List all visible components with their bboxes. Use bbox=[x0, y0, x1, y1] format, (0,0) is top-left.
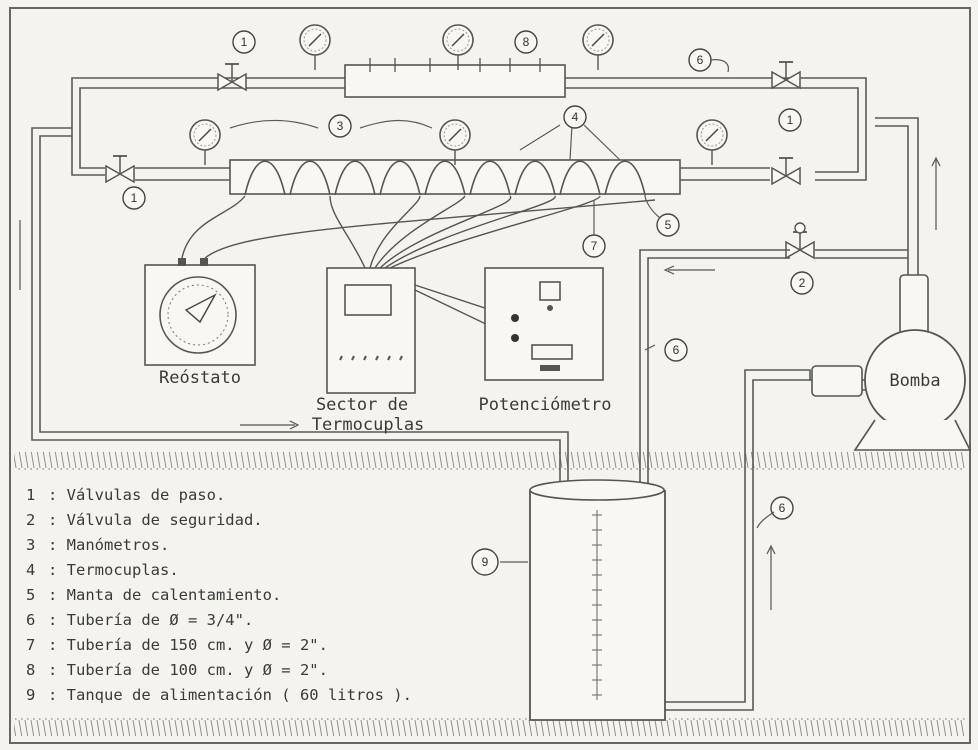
callout-6-mid: 6 bbox=[673, 343, 680, 357]
valve-top bbox=[217, 63, 247, 91]
callout-2: 2 bbox=[799, 276, 806, 290]
potentiometer bbox=[484, 267, 604, 381]
bottom-hatch bbox=[14, 718, 966, 736]
legend-text-2: : Válvula de seguridad. bbox=[48, 511, 263, 529]
legend-num-3: 3 bbox=[26, 536, 35, 554]
arrow-3-right bbox=[359, 119, 433, 129]
legend-text-7: : Tubería de 150 cm. y Ø = 2". bbox=[48, 636, 328, 654]
callout-1-left: 1 bbox=[131, 191, 138, 205]
legend-text-1: : Válvulas de paso. bbox=[48, 486, 225, 504]
gauge-mid-1 bbox=[189, 119, 221, 166]
side-return-pipes bbox=[31, 86, 919, 522]
legend-num-7: 7 bbox=[26, 636, 35, 654]
outer-frame bbox=[9, 7, 971, 744]
legend-num-4: 4 bbox=[26, 561, 35, 579]
legend-text-9: : Tanque de alimentación ( 60 litros ). bbox=[48, 686, 412, 704]
label-rheostat: Reóstato bbox=[159, 368, 241, 388]
arrow-3-left bbox=[229, 119, 319, 129]
legend-num-6: 6 bbox=[26, 611, 35, 629]
legend: 1 : Válvulas de paso. 2 : Válvula de seg… bbox=[26, 486, 412, 704]
arrows-4 bbox=[519, 124, 621, 161]
callout-8: 8 bbox=[523, 35, 530, 49]
gauge-top-1 bbox=[299, 24, 331, 71]
callout-6-top: 6 bbox=[697, 53, 704, 67]
callout-1-top: 1 bbox=[241, 35, 248, 49]
label-thermocouple-sector-1: Sector de bbox=[316, 395, 408, 415]
callout-6-bottom: 6 bbox=[779, 501, 786, 515]
pipe-150cm bbox=[229, 159, 681, 195]
legend-num-2: 2 bbox=[26, 511, 35, 529]
callout-9: 9 bbox=[482, 555, 489, 569]
floor-hatch bbox=[14, 452, 966, 470]
heating-coil bbox=[244, 160, 646, 196]
legend-text-4: : Termocuplas. bbox=[48, 561, 179, 579]
valve-top-right bbox=[771, 61, 801, 89]
pump-pipes bbox=[639, 249, 908, 522]
gauge-mid-2 bbox=[439, 119, 471, 166]
callout-7: 7 bbox=[591, 239, 598, 253]
safety-valve bbox=[785, 231, 815, 259]
gauge-top-2 bbox=[442, 24, 474, 71]
top-pipe-line bbox=[71, 77, 867, 100]
callout-5-hook bbox=[644, 194, 661, 219]
legend-num-5: 5 bbox=[26, 586, 35, 604]
feed-tank bbox=[529, 479, 666, 721]
rheostat bbox=[144, 258, 256, 366]
callout-circles bbox=[122, 30, 814, 576]
pipe-100-taps bbox=[369, 58, 541, 72]
gauge-mid-3 bbox=[696, 119, 728, 166]
main-pipe-connectors bbox=[135, 167, 770, 181]
legend-num-1: 1 bbox=[26, 486, 35, 504]
callout-6-hook bbox=[709, 59, 730, 73]
legend-num-9: 9 bbox=[26, 686, 35, 704]
legend-text-5: : Manta de calentamiento. bbox=[48, 586, 281, 604]
legend-text-3: : Manómetros. bbox=[48, 536, 169, 554]
thermocouple-sector bbox=[326, 267, 416, 394]
legend-text-6: : Tubería de Ø = 3/4". bbox=[48, 611, 253, 629]
callout-5: 5 bbox=[665, 218, 672, 232]
pump bbox=[665, 274, 972, 711]
valve-left bbox=[105, 155, 135, 183]
callout-6b-hook bbox=[756, 511, 775, 529]
pipe-100cm bbox=[344, 64, 566, 98]
gauge-top-3 bbox=[582, 24, 614, 71]
label-thermocouple-sector-2: Termocuplas bbox=[312, 415, 425, 435]
callout-3: 3 bbox=[337, 119, 344, 133]
label-potentiometer: Potenciómetro bbox=[478, 395, 611, 415]
callout-4: 4 bbox=[572, 110, 579, 124]
legend-num-8: 8 bbox=[26, 661, 35, 679]
label-pump: Bomba bbox=[889, 371, 940, 391]
legend-text-8: : Tubería de 100 cm. y Ø = 2". bbox=[48, 661, 328, 679]
safety-valve-knob bbox=[794, 222, 806, 234]
valve-right bbox=[771, 157, 801, 185]
callout-1-right: 1 bbox=[787, 113, 794, 127]
